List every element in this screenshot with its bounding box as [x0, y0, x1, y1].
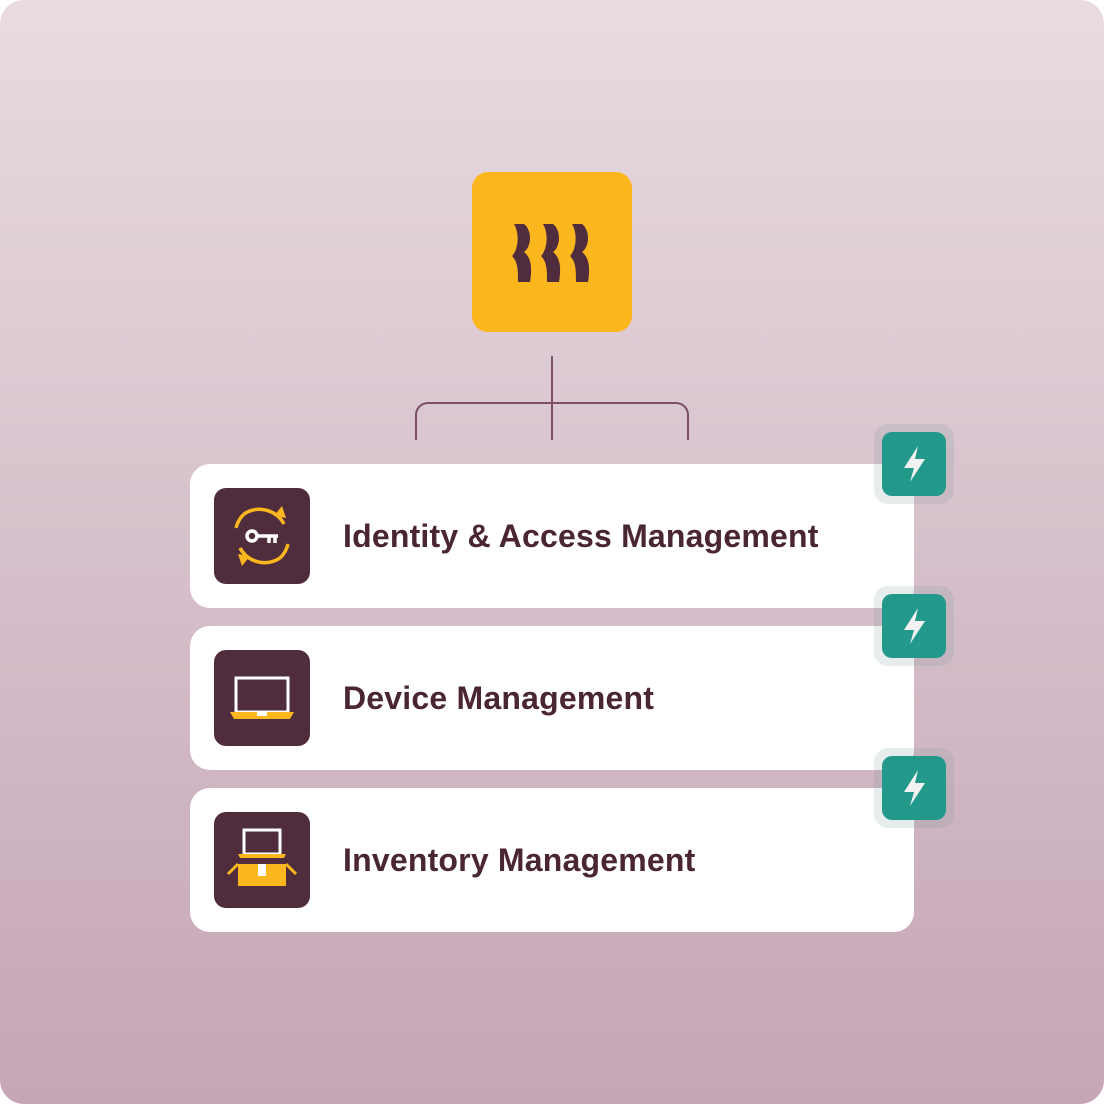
item-card-inventory-management[interactable]: Inventory Management — [190, 788, 914, 932]
lightning-bolt-icon — [904, 770, 925, 806]
laptop-icon — [214, 650, 310, 746]
lightning-bolt-icon — [904, 608, 925, 644]
item-card-device-management[interactable]: Device Management — [190, 626, 914, 770]
automation-badge — [874, 748, 954, 828]
item-label: Inventory Management — [343, 842, 696, 878]
item-label: Identity & Access Management — [343, 518, 819, 554]
key-rotate-icon — [214, 488, 310, 584]
automation-badge — [874, 586, 954, 666]
brand-logo — [472, 172, 632, 332]
laptop-box-icon — [214, 812, 310, 908]
item-card-identity-access[interactable]: Identity & Access Management — [190, 464, 914, 608]
automation-badge — [874, 424, 954, 504]
connector-lines — [415, 356, 689, 440]
item-label: Device Management — [343, 680, 655, 716]
lightning-bolt-icon — [904, 446, 925, 482]
brand-waves-icon — [512, 224, 590, 282]
